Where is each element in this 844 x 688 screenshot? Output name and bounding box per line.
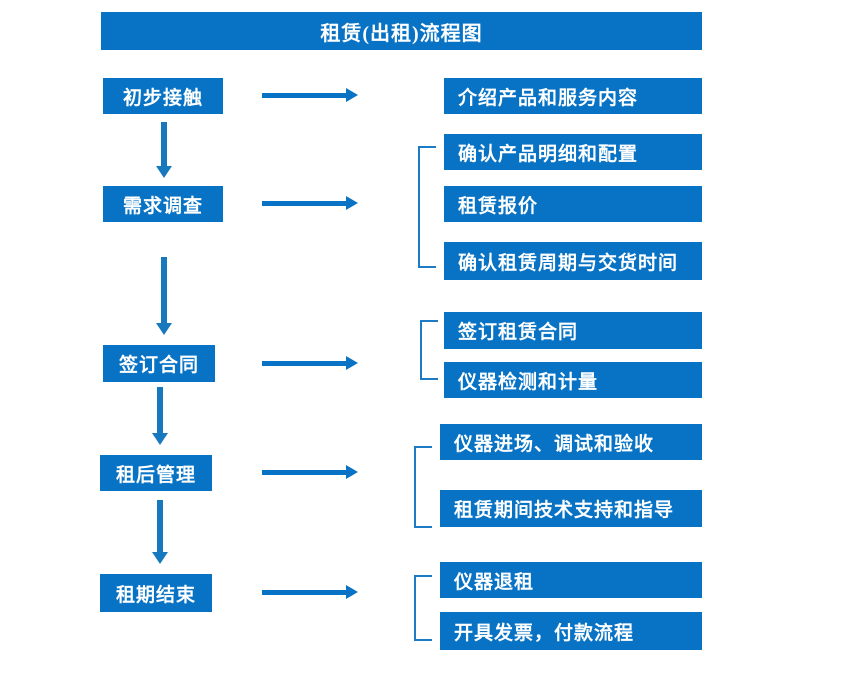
stage-box-5[interactable]: 租期结束 xyxy=(100,574,212,612)
group-bracket-3 xyxy=(414,446,432,528)
detail-box-8[interactable]: 租赁期间技术支持和指导 xyxy=(440,490,702,527)
stage-box-4[interactable]: 租后管理 xyxy=(100,455,212,491)
detail-arrow-2 xyxy=(262,196,358,210)
detail-box-7[interactable]: 仪器进场、调试和验收 xyxy=(440,424,702,460)
stage-box-3[interactable]: 签订合同 xyxy=(103,345,215,382)
detail-box-2[interactable]: 确认产品明细和配置 xyxy=(444,134,702,170)
stage-box-1[interactable]: 初步接触 xyxy=(103,78,223,114)
detail-box-4[interactable]: 确认租赁周期与交货时间 xyxy=(444,242,702,280)
group-bracket-4 xyxy=(414,575,432,641)
stage-connector-arrow-3-4 xyxy=(152,387,168,445)
detail-arrow-4 xyxy=(262,465,358,479)
stage-connector-arrow-4-5 xyxy=(152,500,168,564)
group-bracket-2 xyxy=(420,320,438,380)
detail-box-9[interactable]: 仪器退租 xyxy=(440,562,702,598)
group-bracket-1 xyxy=(418,146,436,268)
detail-box-5[interactable]: 签订租赁合同 xyxy=(444,312,702,349)
detail-box-6[interactable]: 仪器检测和计量 xyxy=(444,362,702,398)
stage-connector-arrow-1-2 xyxy=(156,122,172,178)
detail-arrow-1 xyxy=(262,88,358,102)
stage-box-2[interactable]: 需求调查 xyxy=(103,186,223,222)
detail-box-1[interactable]: 介绍产品和服务内容 xyxy=(444,78,702,114)
detail-arrow-5 xyxy=(262,585,358,599)
stage-connector-arrow-2-3 xyxy=(156,257,172,335)
diagram-title: 租赁(出租)流程图 xyxy=(101,12,702,50)
detail-box-3[interactable]: 租赁报价 xyxy=(444,186,702,222)
detail-box-10[interactable]: 开具发票，付款流程 xyxy=(440,612,702,650)
detail-arrow-3 xyxy=(262,356,358,370)
